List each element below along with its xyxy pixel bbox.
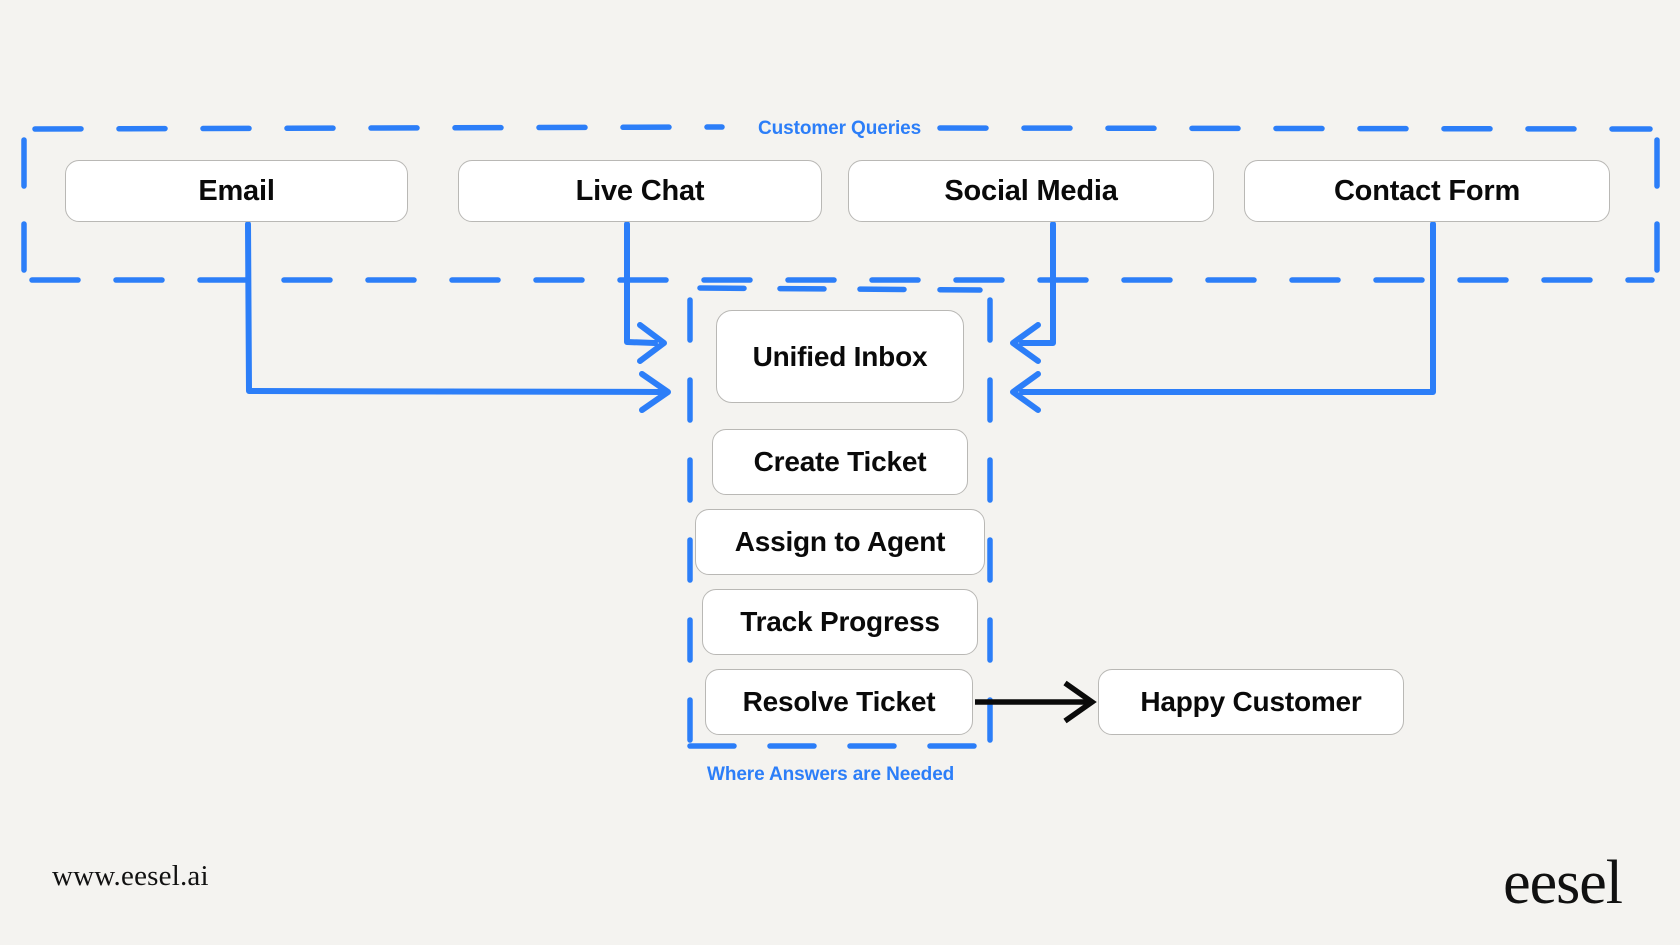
node-create-ticket[interactable]: Create Ticket (712, 429, 968, 495)
node-create-ticket-label: Create Ticket (753, 446, 927, 477)
connector-social-media-to-unified-inbox (1010, 221, 1056, 364)
node-assign-to-agent-label: Assign to Agent (734, 526, 946, 557)
node-track-progress[interactable]: Track Progress (702, 589, 978, 655)
node-resolve-ticket-label: Resolve Ticket (742, 686, 936, 717)
footer-url[interactable]: www.eesel.ai (52, 860, 209, 892)
node-unified-inbox[interactable]: Unified Inbox (716, 310, 964, 403)
node-happy-customer-label: Happy Customer (1140, 686, 1362, 717)
connector-live-chat-to-unified-inbox (624, 221, 667, 364)
node-live-chat[interactable]: Live Chat (458, 160, 822, 222)
node-social-media[interactable]: Social Media (848, 160, 1214, 222)
group-label-where-answers-are-needed: Where Answers are Needed (697, 764, 965, 786)
node-happy-customer[interactable]: Happy Customer (1098, 669, 1404, 735)
node-resolve-ticket[interactable]: Resolve Ticket (705, 669, 973, 735)
connector-contact-form-to-unified-inbox (1010, 221, 1436, 413)
node-email-label: Email (198, 174, 275, 207)
node-contact-form[interactable]: Contact Form (1244, 160, 1610, 222)
node-track-progress-label: Track Progress (740, 606, 940, 637)
connector-email-to-unified-inbox (245, 221, 671, 413)
node-live-chat-label: Live Chat (575, 174, 705, 207)
brand-logo-eesel: eesel (1503, 849, 1623, 917)
node-assign-to-agent[interactable]: Assign to Agent (695, 509, 985, 575)
group-label-customer-queries: Customer Queries (748, 118, 932, 140)
node-email[interactable]: Email (65, 160, 408, 222)
connector-resolve-ticket-to-happy-customer (975, 680, 1097, 724)
node-unified-inbox-label: Unified Inbox (752, 340, 928, 372)
node-contact-form-label: Contact Form (1333, 174, 1521, 207)
node-social-media-label: Social Media (944, 174, 1118, 207)
